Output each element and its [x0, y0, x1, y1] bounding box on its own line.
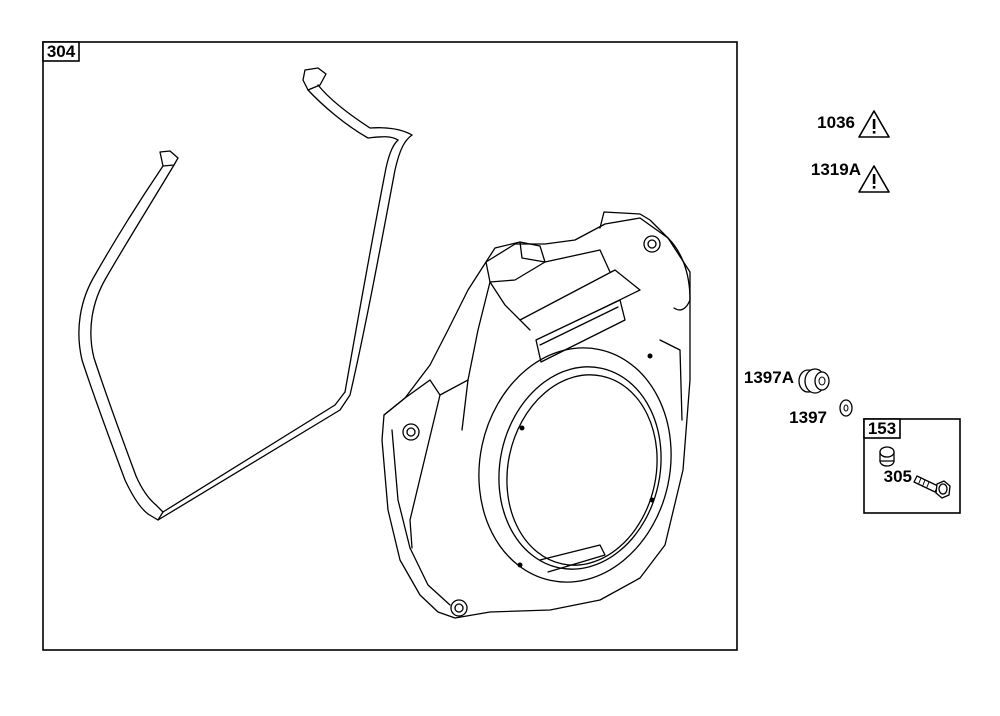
main-assembly-frame: 304 [42, 41, 738, 651]
kit-frame: 153 305 [863, 418, 961, 514]
callout-1397: 1397 [789, 399, 853, 427]
callout-1036-label: 1036 [817, 113, 855, 132]
bolt-part [913, 475, 951, 499]
callout-1036: 1036 [817, 110, 890, 138]
callout-1397a-label: 1397A [744, 368, 794, 387]
callout-305-label: 305 [884, 467, 912, 486]
grommet-part [798, 368, 830, 394]
warning-triangle-icon [858, 165, 890, 193]
callout-1397-label: 1397 [789, 408, 827, 427]
kit-frame-label: 153 [868, 419, 896, 438]
washer-part [839, 399, 853, 417]
spacer-part [879, 446, 895, 467]
callout-1319a: 1319A [811, 160, 890, 193]
main-frame-label: 304 [47, 42, 76, 61]
callout-1319a-label: 1319A [811, 160, 861, 179]
blower-housing-part [381, 211, 691, 619]
warning-triangle-icon [858, 110, 890, 138]
callout-1397a: 1397A [744, 368, 830, 394]
baffle-wire-part [78, 67, 413, 521]
